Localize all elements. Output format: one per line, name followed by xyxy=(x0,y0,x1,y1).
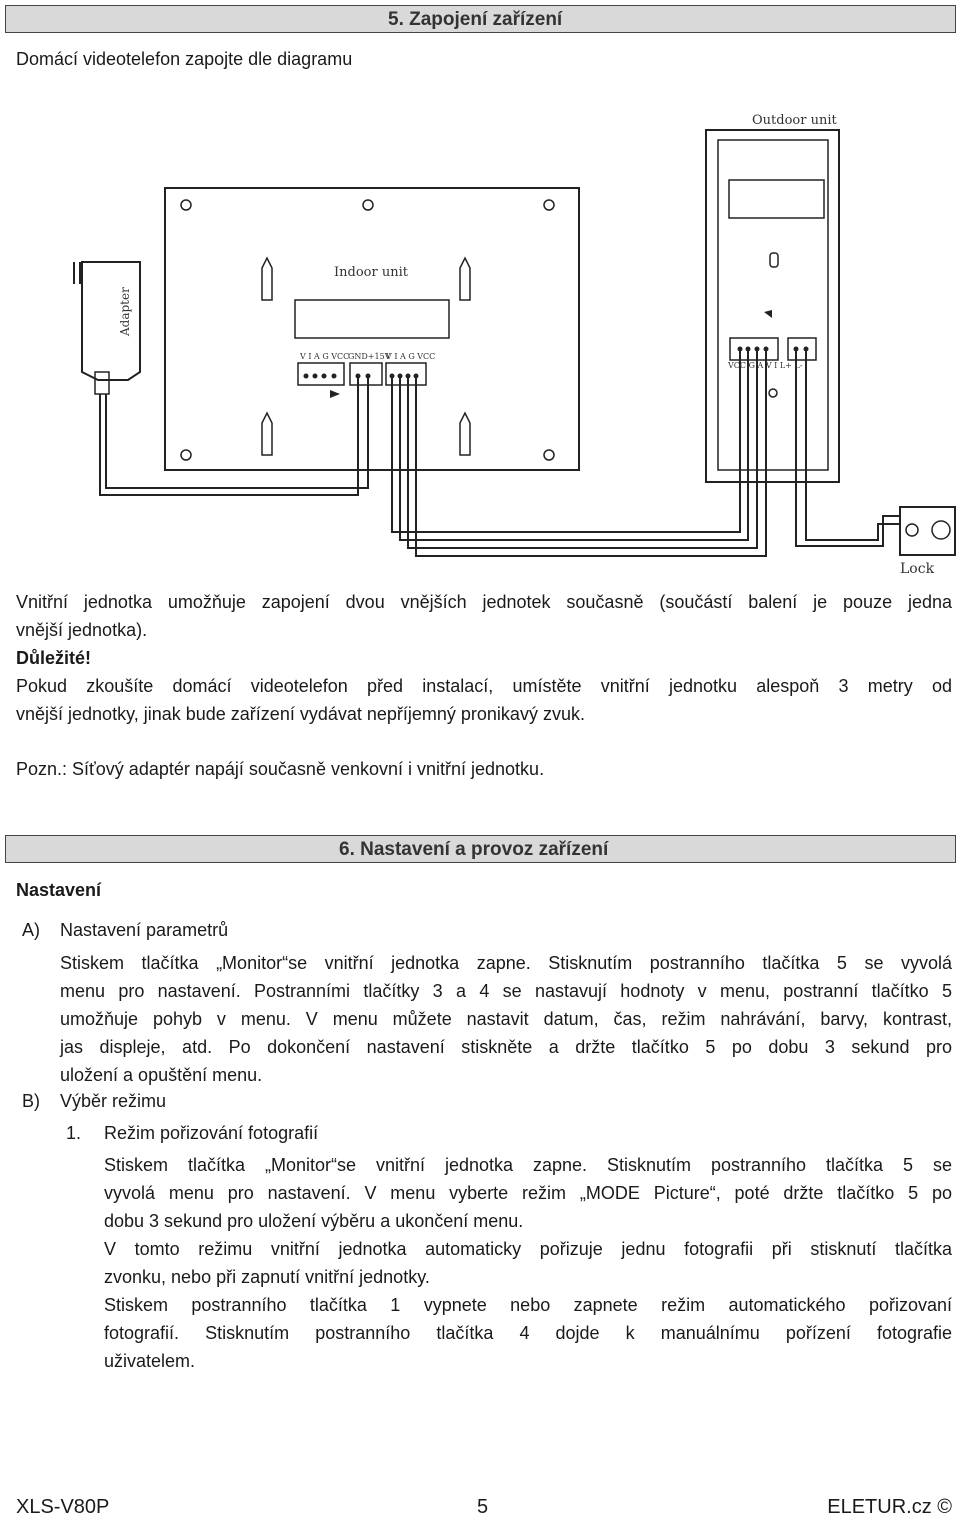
indoor-unit-label: Indoor unit xyxy=(334,265,409,280)
section-header-bar: 6. Nastavení a provoz zařízení xyxy=(5,835,956,863)
important-label: Důležité! xyxy=(16,648,92,668)
b1-paragraph: Stiskem tlačítka „Monitor“se vnitřní jed… xyxy=(104,1151,952,1375)
a-paragraph: Stiskem tlačítka „Monitor“se vnitřní jed… xyxy=(60,949,952,1089)
outdoor-terminals: VCC G A V I L+ L- xyxy=(727,361,803,370)
wiring-diagram: Outdoor unit Indoor unit Lock Adapter V … xyxy=(73,113,956,577)
list-title: Režim pořizování fotografií xyxy=(104,1123,319,1143)
paragraph-line: vyvolá menu pro nastavení. V menu vybert… xyxy=(104,1183,952,1203)
section-title: 6. Nastavení a provoz zařízení xyxy=(339,839,609,860)
indoor-terminals-right: V I A G VCC xyxy=(385,352,435,361)
subsection-title: Nastavení xyxy=(16,880,102,900)
paragraph-line: Stiskem tlačítka „Monitor“se vnitřní jed… xyxy=(104,1155,952,1175)
indoor-terminals-mid: GND+15V xyxy=(348,352,391,361)
paragraph-line: Stiskem postranního tlačítka 1 vypnete n… xyxy=(104,1295,952,1315)
paragraph-line: Pokud zkoušíte domácí videotelefon před … xyxy=(16,676,952,696)
list-marker: B) xyxy=(22,1091,40,1111)
paragraph-line: V tomto režimu vnitřní jednotka automati… xyxy=(104,1239,952,1259)
paragraph-line: Stiskem tlačítka „Monitor“se vnitřní jed… xyxy=(60,953,952,973)
paragraph-line: vnější jednotka). xyxy=(16,620,148,640)
indoor-unit xyxy=(164,187,580,471)
paragraph-line: dobu 3 sekund pro uložení výběru a ukonč… xyxy=(104,1211,524,1231)
paragraph-line: vnější jednotky, jinak bude zařízení vyd… xyxy=(16,704,585,724)
paragraph-line: uložení a opuštění menu. xyxy=(60,1065,263,1085)
list-marker: 1. xyxy=(66,1123,82,1143)
outdoor-unit xyxy=(705,129,840,483)
list-title: Nastavení parametrů xyxy=(60,920,229,940)
intro-text: Domácí videotelefon zapojte dle diagramu xyxy=(16,49,353,69)
footer-page-number: 5 xyxy=(477,1496,489,1518)
note: Pozn.: Síťový adaptér napájí současně ve… xyxy=(16,755,544,783)
outdoor-unit-label: Outdoor unit xyxy=(752,113,837,128)
paragraph-line: zvonku, nebo při zapnutí vnitřní jednotk… xyxy=(104,1267,430,1287)
paragraph-line: Vnitřní jednotka umožňuje zapojení dvou … xyxy=(16,592,952,612)
note-text: : Síťový adaptér napájí současně venkovn… xyxy=(62,759,545,779)
lock-label: Lock xyxy=(900,561,935,577)
paragraph-line: umožňuje pohyb v menu. V menu můžete nas… xyxy=(60,1009,952,1029)
paragraph-line: uživatelem. xyxy=(104,1351,196,1371)
adapter xyxy=(81,261,141,381)
section-title: 5. Zapojení zařízení xyxy=(388,9,563,30)
lock xyxy=(899,506,956,556)
note-prefix: Pozn. xyxy=(16,759,63,779)
adapter-label: Adapter xyxy=(118,287,132,337)
list-marker: A) xyxy=(22,920,40,940)
paragraph-line: fotografií. Stisknutím postranního tlačí… xyxy=(104,1323,952,1343)
list-title: Výběr režimu xyxy=(60,1091,167,1111)
footer-model: XLS-V80P xyxy=(16,1496,110,1518)
footer-brand: ELETUR.cz © xyxy=(827,1496,952,1518)
indoor-terminals-left: V I A G VCC xyxy=(299,352,349,361)
paragraph-line: menu pro nastavení. Postranními tlačítky… xyxy=(60,981,952,1001)
section-header-bar: 5. Zapojení zařízení xyxy=(5,5,956,33)
paragraph-line: jas displeje, atd. Po dokončení nastaven… xyxy=(60,1037,952,1057)
